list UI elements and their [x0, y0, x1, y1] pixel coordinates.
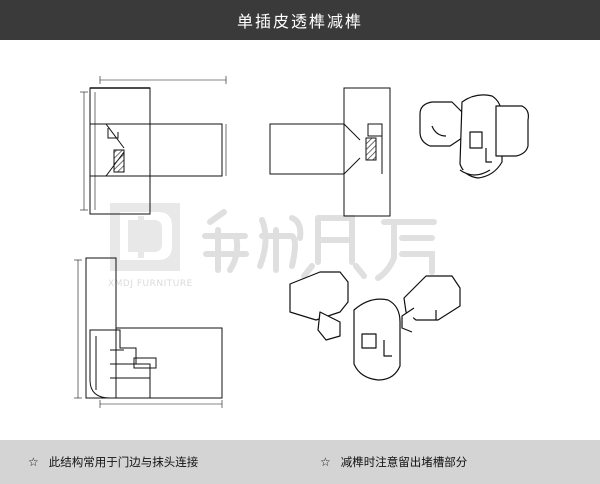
title-bar: 单插皮透榫减榫	[0, 0, 600, 40]
drawing-top-right-isometric	[419, 94, 529, 179]
footer-note-text: 此结构常用于门边与抹头连接	[48, 455, 199, 469]
joint-drawing: XMDJ FURNITURE	[74, 76, 529, 408]
watermark-brand-latin: XMDJ FURNITURE	[108, 279, 193, 289]
watermark-brush-characters	[202, 209, 437, 281]
footer-notes: ☆ 此结构常用于门边与抹头连接 ☆ 减榫时注意留出堵槽部分	[0, 440, 600, 484]
drawing-top-middle-elevation	[269, 87, 391, 217]
footer-note: ☆ 减榫时注意留出堵槽部分	[320, 440, 467, 484]
star-outline-icon: ☆	[28, 455, 39, 469]
drawing-bottom-left-section	[74, 257, 223, 408]
star-outline-icon: ☆	[320, 455, 331, 469]
page-title: 单插皮透榫减榫	[236, 12, 363, 31]
footer-note: ☆ 此结构常用于门边与抹头连接	[28, 440, 198, 484]
watermark-logo	[110, 203, 180, 271]
footer-note-text: 减榫时注意留出堵槽部分	[340, 455, 468, 469]
drawing-top-left-elevation	[80, 76, 227, 215]
drawing-bottom-right-exploded	[289, 271, 461, 381]
technical-drawing-area: XMDJ FURNITURE	[0, 40, 600, 440]
